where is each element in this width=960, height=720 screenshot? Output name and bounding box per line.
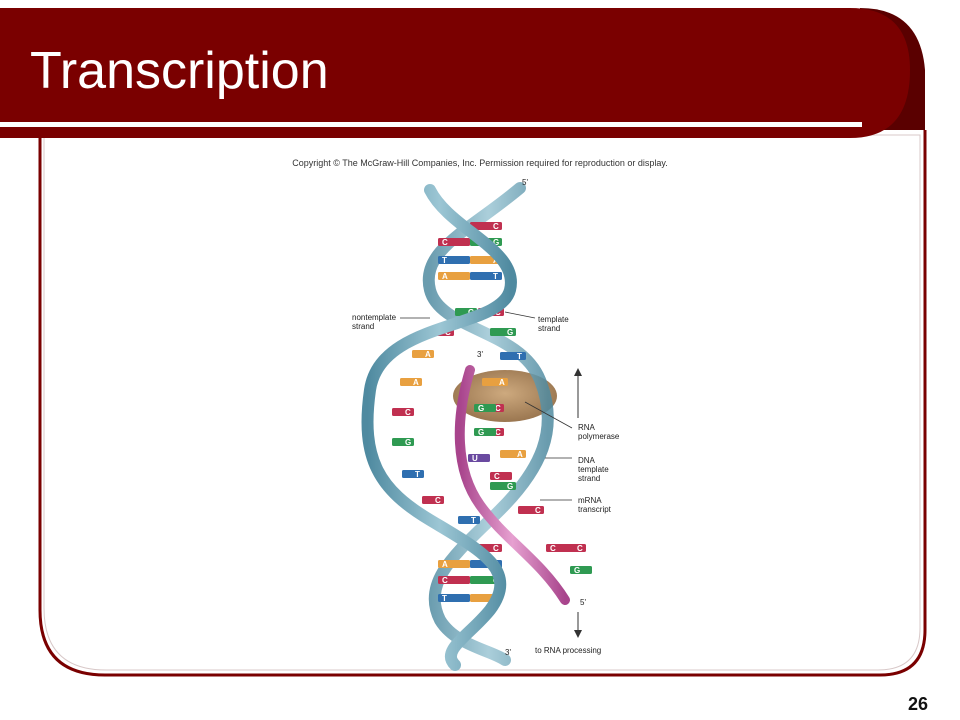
bottom-pair-left-3-letter: T (442, 594, 447, 603)
rna-base-2-letter: U (472, 454, 478, 463)
banner-rule (0, 122, 862, 127)
template-base-2 (500, 352, 526, 360)
nontemplate-base-1-letter: C (445, 328, 451, 337)
label-3prime-mid: 3' (477, 350, 483, 359)
template-base-2-letter: T (517, 352, 522, 361)
label-rna-polymerase: RNA polymerase (578, 423, 620, 441)
top-pair-left-3-letter: A (442, 272, 448, 281)
bottom-pair-left-1 (438, 560, 470, 568)
nontemplate-base-8-letter: T (471, 516, 476, 525)
top-pair-left-2-letter: T (442, 256, 447, 265)
template-base-7 (490, 482, 516, 490)
template-base-8 (518, 506, 544, 514)
label-3prime-bottom: 3' (505, 648, 511, 657)
nontemplate-base-4-letter: C (405, 408, 411, 417)
arrow-up-head (574, 368, 582, 376)
rna-tail-base-1-letter: G (574, 566, 580, 575)
label-5prime-rna: 5' (580, 598, 586, 607)
nontemplate-base-8 (458, 516, 480, 524)
slide-title: Transcription (30, 42, 329, 100)
template-base-6-letter: A (517, 450, 523, 459)
nontemplate-base-4 (392, 408, 414, 416)
bottom-pair-left-3 (438, 594, 470, 602)
copyright-notice: Copyright © The McGraw-Hill Companies, I… (292, 158, 668, 168)
top-pair-left-3 (438, 272, 470, 280)
title-banner (0, 8, 910, 138)
top-pair-right-1-letter: G (493, 238, 499, 247)
rna-tail-base-0 (546, 544, 568, 552)
bottom-pair-left-2 (438, 576, 470, 584)
page-number: 26 (907, 694, 928, 714)
label-template-strand: template strand (538, 315, 569, 333)
nontemplate-base-2 (412, 350, 434, 358)
rna-base-0 (474, 404, 496, 412)
template-base-7-letter: G (507, 482, 513, 491)
label-dna-template-strand: DNA template strand (578, 456, 609, 483)
nontemplate-base-3 (400, 378, 422, 386)
bottom-pair-left-1-letter: A (442, 560, 448, 569)
template-base-9-letter: C (577, 544, 583, 553)
template-base-6 (500, 450, 526, 458)
template-base-4-letter: C (495, 404, 501, 413)
template-base-8-letter: C (535, 506, 541, 515)
dna-backbone-front (361, 184, 517, 671)
rna-base-1 (474, 428, 496, 436)
rna-base-0-letter: G (478, 404, 484, 413)
rna-tail-base-0-letter: C (550, 544, 556, 553)
template-base-5-letter: C (495, 428, 501, 437)
rna-base-3-letter: C (494, 472, 500, 481)
nontemplate-base-2-letter: A (425, 350, 431, 359)
content-border (38, 130, 927, 677)
nontemplate-base-7-letter: C (435, 496, 441, 505)
mrna-strand (454, 365, 570, 605)
rna-tail-base-1 (570, 566, 592, 574)
nontemplate-base-7 (422, 496, 444, 504)
leader-polymerase (524, 401, 573, 429)
arrow-down-head (574, 630, 582, 638)
top-pair-right-0 (470, 222, 502, 230)
rna-base-2 (468, 454, 490, 462)
top-pair-left-1-letter: C (442, 238, 448, 247)
nontemplate-base-6 (402, 470, 424, 478)
label-mrna-transcript: mRNA transcript (578, 496, 611, 514)
label-to-rna-processing: to RNA processing (535, 646, 602, 655)
top-pair-left-2 (438, 256, 470, 264)
top-pair-right-3-letter: T (493, 272, 498, 281)
label-5prime-top: 5' (522, 178, 528, 187)
rna-base-1-letter: G (478, 428, 484, 437)
top-pair-left-1 (438, 238, 470, 246)
nontemplate-base-3-letter: A (413, 378, 419, 387)
dna-backbone-back (422, 182, 554, 666)
top-pair-right-0-letter: C (493, 222, 499, 231)
bottom-pair-left-2-letter: C (442, 576, 448, 585)
rna-base-3 (490, 472, 512, 480)
leader-template (504, 311, 536, 319)
nontemplate-base-5 (392, 438, 414, 446)
template-base-1-letter: G (507, 328, 513, 337)
bottom-pair-right-0-letter: C (493, 544, 499, 553)
nontemplate-base-5-letter: G (405, 438, 411, 447)
nontemplate-base-6-letter: T (415, 470, 420, 479)
label-nontemplate-strand: nontemplate strand (352, 313, 397, 331)
top-pair-right-3 (470, 272, 502, 280)
template-base-3 (482, 378, 508, 386)
template-base-1 (490, 328, 516, 336)
template-base-3-letter: A (499, 378, 505, 387)
